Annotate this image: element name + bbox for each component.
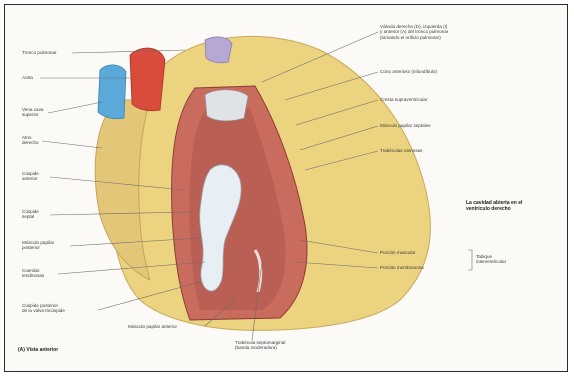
label-interventricular-septum: Tabique interventricular — [476, 254, 556, 265]
label-aorta: Aorta — [22, 75, 62, 80]
label-conus-arteriosus: Cono arterioso (infundíbulo) — [380, 69, 530, 74]
figure-caption: (A) Vista anterior — [18, 347, 58, 353]
label-septomarginal-trabecula: Trabécula septomarginal (banda moderador… — [235, 340, 335, 351]
label-right-atrium: Atrio derecho — [22, 135, 62, 146]
aorta — [130, 48, 165, 111]
label-supraventricular-crest: Cresta supraventricular — [380, 97, 530, 102]
infundibulum-opening — [205, 90, 248, 121]
label-posterior-papillary: Músculo papilar posterior — [22, 240, 82, 251]
label-anterior-cusp: Cúspide anterior — [22, 171, 62, 182]
label-chordae-tendineae: Cuerdas tendinosas — [22, 268, 72, 279]
label-trabeculae-carneae: Trabéculas carnosas — [380, 148, 530, 153]
label-posterior-cusp: Cúspide posterior de la valva tricúspide — [22, 303, 102, 314]
pulmonary-trunk — [205, 37, 232, 63]
label-superior-vena-cava: Vena cava superior — [22, 107, 62, 118]
label-septal-papillary: Músculo papilar septales — [380, 123, 530, 128]
label-anterior-papillary: Músculo papilar anterior — [128, 324, 218, 329]
label-muscular-part: Porción muscular — [380, 250, 460, 255]
label-pulmonary-trunk: Tronco pulmonar — [22, 50, 82, 55]
label-membranous-part: Porción membranosa — [380, 265, 460, 270]
label-pulmonary-valve: Válvula derecha (D), izquierda (I) y ant… — [380, 24, 530, 40]
superior-vena-cava — [98, 65, 126, 119]
figure-subtitle: La cavidad abierta en el ventrículo dere… — [466, 200, 570, 212]
label-septal-cusp: Cúspide septal — [22, 209, 62, 220]
